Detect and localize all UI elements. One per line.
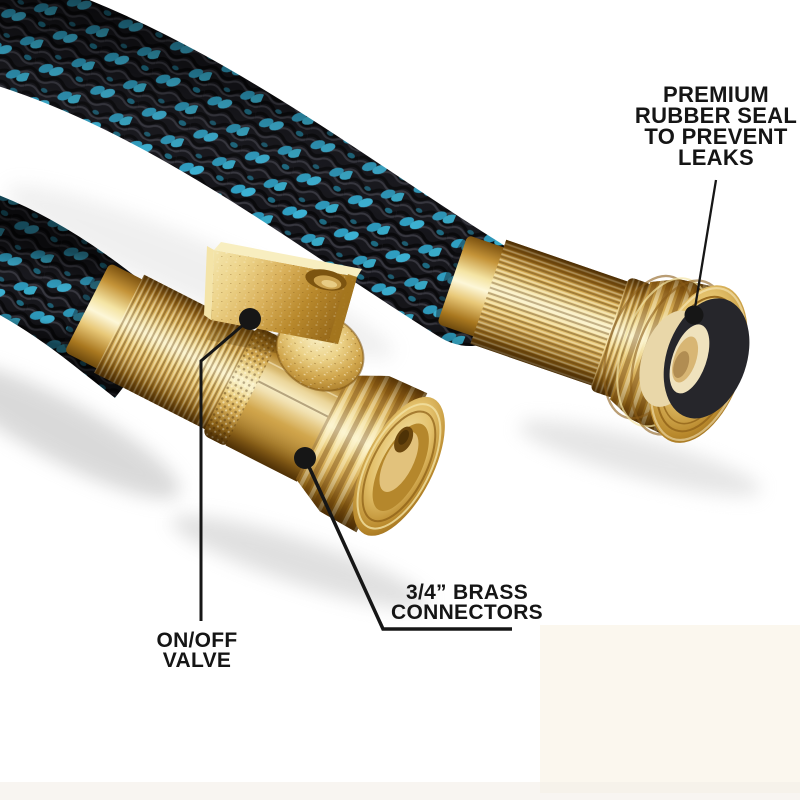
- callout-connectors: [294, 447, 512, 631]
- callouts: [199, 179, 718, 631]
- callout-dot-seal: [684, 305, 704, 325]
- label-line: RUBBER SEAL: [634, 103, 798, 128]
- callout-dot-valve: [239, 308, 261, 330]
- callout-dot-connectors: [294, 447, 316, 469]
- valve-male-thread: [295, 375, 445, 536]
- handle-screw-hole: [305, 269, 347, 291]
- label-line: TO PREVENT: [644, 124, 788, 149]
- fitting-female-coupler: [436, 234, 750, 443]
- label-line: LEAKS: [677, 145, 755, 170]
- coupler-collar: [438, 236, 507, 337]
- handle-right-bevel: [329, 274, 357, 344]
- label-brass-connectors: 3/4” BRASS CONNECTORS: [357, 581, 577, 624]
- callout-seal: [684, 179, 718, 325]
- background-bottom-strip: [0, 782, 800, 800]
- label-line: VALVE: [162, 649, 232, 672]
- label-rubber-seal: PREMIUM RUBBER SEAL TO PREVENT LEAKS: [606, 82, 800, 170]
- handle-left-bevel: [204, 246, 214, 320]
- valve-collar: [66, 264, 144, 369]
- coupler-ribbed-barrel: [470, 239, 633, 388]
- label-line: 3/4” BRASS: [405, 581, 529, 604]
- callout-valve: [199, 308, 261, 621]
- label-line: PREMIUM: [663, 82, 769, 107]
- valve-knurled-ring: [204, 328, 280, 445]
- label-line: CONNECTORS: [391, 601, 543, 624]
- coupler-knurled-ring: [591, 278, 652, 398]
- label-line: ON/OFF: [156, 629, 238, 652]
- coupler-opening: [639, 285, 750, 443]
- background-ivory-patch: [540, 625, 800, 793]
- hose-upper: [0, 0, 526, 346]
- handle-top-bevel: [214, 242, 362, 277]
- label-on-off-valve: ON/OFF VALVE: [97, 629, 297, 672]
